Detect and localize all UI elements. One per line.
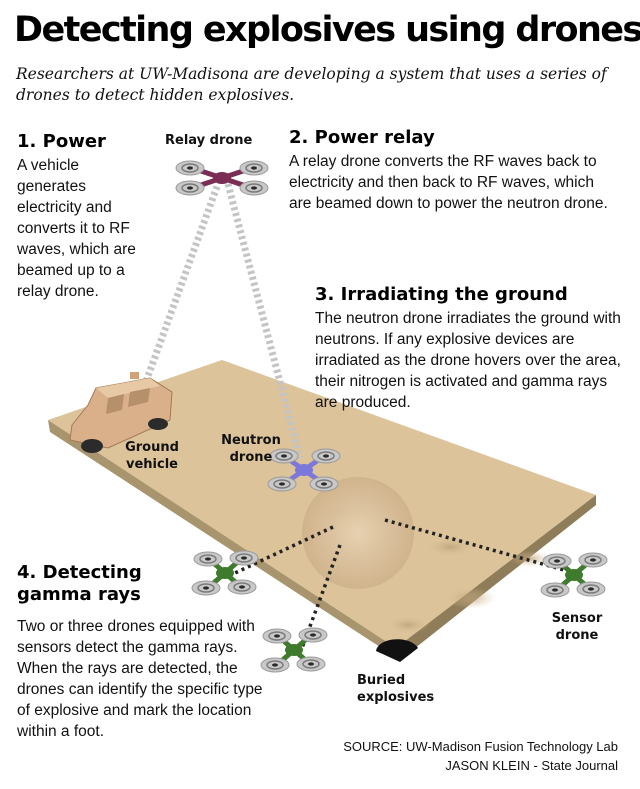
- step-heading: 3. Irradiating the ground: [315, 284, 568, 305]
- sensor-drone-left-icon: [191, 550, 259, 596]
- power-beams: [136, 182, 304, 459]
- power-beam-up: [136, 182, 222, 400]
- credit-line: JASON KLEIN - State Journal: [445, 758, 618, 773]
- page-title: Detecting explosives using drones: [14, 10, 640, 50]
- sensor-drone-right-icon: [540, 552, 608, 598]
- step-detecting: 4. Detecting gamma rays Two or three dro…: [17, 562, 267, 742]
- source-line: SOURCE: UW-Madison Fusion Technology Lab: [343, 739, 618, 754]
- step-body: Two or three drones equipped with sensor…: [17, 618, 263, 740]
- buried-explosive-icon: [376, 639, 418, 662]
- relay-drone-icon: [175, 160, 269, 196]
- step-irradiating: 3. Irradiating the ground The neutron dr…: [315, 284, 630, 413]
- source-credit: SOURCE: UW-Madison Fusion Technology Lab…: [343, 737, 618, 775]
- ground-vehicle-icon: [69, 372, 173, 453]
- irradiation-sphere: [302, 477, 414, 589]
- label-ground-vehicle: Ground vehicle: [125, 440, 179, 472]
- label-buried-explosives: Buried explosives: [357, 673, 435, 705]
- page-subtitle: Researchers at UW-Madisona are developin…: [16, 65, 607, 104]
- step-heading: 4. Detecting gamma rays: [17, 562, 142, 605]
- power-beam-down: [224, 183, 304, 459]
- neutron-drone-icon: [267, 448, 341, 492]
- step-body: A relay drone converts the RF waves back…: [289, 153, 608, 212]
- step-heading: 1. Power: [17, 131, 106, 152]
- sensor-drone-bottom-icon: [260, 627, 328, 673]
- step-heading: 2. Power relay: [289, 127, 435, 148]
- label-relay-drone: Relay drone: [165, 133, 253, 148]
- step-body: The neutron drone irradiates the ground …: [315, 310, 621, 411]
- step-body: A vehicle generates electricity and conv…: [17, 157, 136, 300]
- step-power-relay: 2. Power relay A relay drone converts th…: [289, 127, 609, 214]
- label-neutron-drone: Neutron drone: [221, 433, 281, 465]
- step-power: 1. Power A vehicle generates electricity…: [17, 131, 137, 302]
- label-sensor-drone: Sensor drone: [551, 611, 603, 643]
